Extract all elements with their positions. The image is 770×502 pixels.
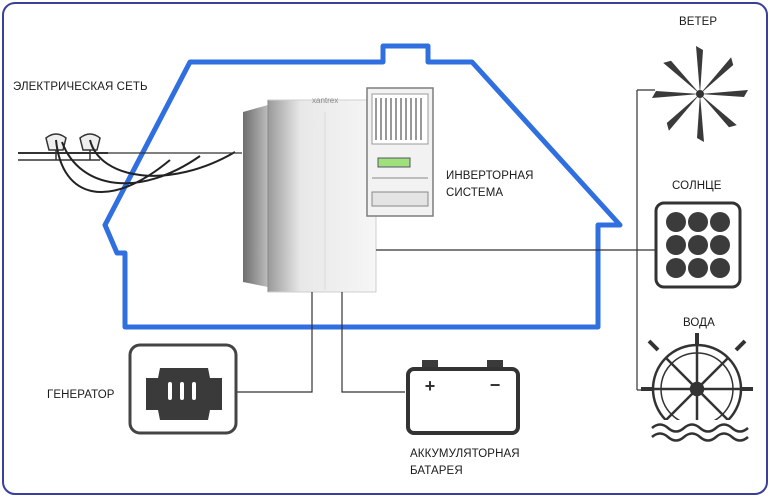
solar-panel-icon [654, 201, 742, 289]
battery-label-line1: АККУМУЛЯТОРНАЯ [410, 448, 520, 460]
wind-label: ВЕТЕР [679, 16, 718, 28]
water-wheel-icon [641, 333, 753, 442]
sun-label: СОЛНЦЕ [672, 180, 722, 192]
wind-turbine-icon [652, 46, 748, 142]
battery-plus-sign: + [425, 376, 436, 396]
battery-minus-sign: − [490, 375, 501, 395]
inverter-label-line2: СИСТЕМА [446, 187, 504, 199]
charge-controller [366, 87, 434, 217]
connection-lines [236, 89, 657, 393]
inverter-cabinet [243, 99, 377, 293]
brand-label: xantrex [312, 96, 338, 105]
inverter-label-line1: ИНВЕРТОРНАЯ [446, 170, 534, 182]
house-outline [102, 43, 623, 330]
battery-icon: + − [406, 360, 520, 435]
battery-label-line2: БАТАРЕЯ [410, 465, 463, 477]
grid-label: ЭЛЕКТРИЧЕСКАЯ СЕТЬ [13, 81, 148, 93]
power-pole-icon [18, 133, 242, 194]
outer-frame [2, 2, 768, 495]
water-label: ВОДА [683, 317, 715, 329]
controller-display [377, 157, 411, 168]
generator-label: ГЕНЕРАТОР [47, 389, 115, 401]
generator-icon [128, 343, 238, 435]
